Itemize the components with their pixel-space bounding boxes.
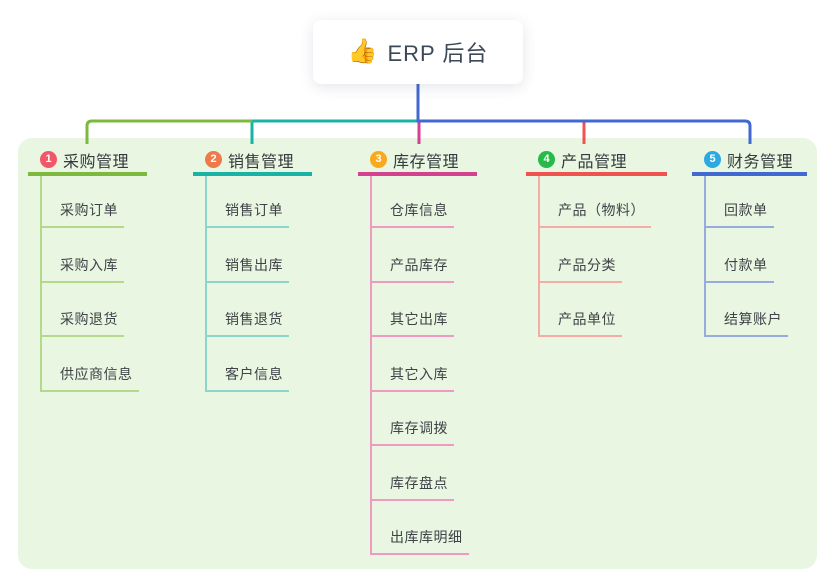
item-stock-transfer[interactable]: 库存调拨 xyxy=(370,418,454,446)
branch-finance-items: 回款单 付款单 结算账户 xyxy=(704,176,807,337)
branch-number-badge: 3 xyxy=(370,151,387,168)
connector-lines xyxy=(85,82,752,144)
branch-inventory: 3 库存管理 仓库信息 产品库存 其它出库 其它入库 库存调拨 库存盘点 出库库… xyxy=(358,147,477,555)
item-settlement-account[interactable]: 结算账户 xyxy=(704,309,788,337)
branch-purchase-items: 采购订单 采购入库 采购退货 供应商信息 xyxy=(40,176,147,392)
item-supplier-info[interactable]: 供应商信息 xyxy=(40,364,139,392)
branch-label: 库存管理 xyxy=(393,153,460,171)
item-warehouse-info[interactable]: 仓库信息 xyxy=(370,200,454,228)
branch-sales: 2 销售管理 销售订单 销售出库 销售退货 客户信息 xyxy=(193,147,312,392)
branch-number-badge: 5 xyxy=(704,151,721,168)
item-product-category[interactable]: 产品分类 xyxy=(538,255,622,283)
connector-purchase xyxy=(85,119,252,144)
branch-number-badge: 1 xyxy=(40,151,57,168)
item-sales-return[interactable]: 销售退货 xyxy=(205,309,289,337)
branch-purchase: 1 采购管理 采购订单 采购入库 采购退货 供应商信息 xyxy=(28,147,147,392)
item-sales-order[interactable]: 销售订单 xyxy=(205,200,289,228)
branch-inventory-items: 仓库信息 产品库存 其它出库 其它入库 库存调拨 库存盘点 出库库明细 xyxy=(370,176,477,555)
item-product-stock[interactable]: 产品库存 xyxy=(370,255,454,283)
item-other-inbound[interactable]: 其它入库 xyxy=(370,364,454,392)
branch-number-badge: 4 xyxy=(538,151,555,168)
branch-sales-items: 销售订单 销售出库 销售退货 客户信息 xyxy=(205,176,312,392)
item-purchase-order[interactable]: 采购订单 xyxy=(40,200,124,228)
item-purchase-return[interactable]: 采购退货 xyxy=(40,309,124,337)
branch-product: 4 产品管理 产品（物料） 产品分类 产品单位 xyxy=(526,147,667,337)
branch-label: 销售管理 xyxy=(228,153,295,171)
connector-sales xyxy=(250,119,418,144)
branch-sales-title[interactable]: 2 销售管理 xyxy=(193,147,312,176)
branch-finance: 5 财务管理 回款单 付款单 结算账户 xyxy=(692,147,807,337)
item-other-outbound[interactable]: 其它出库 xyxy=(370,309,454,337)
branch-product-title[interactable]: 4 产品管理 xyxy=(526,147,667,176)
thumbs-up-icon: 👍 xyxy=(347,38,378,65)
branch-purchase-title[interactable]: 1 采购管理 xyxy=(28,147,147,176)
branch-number-badge: 2 xyxy=(205,151,222,168)
connector-finance xyxy=(418,119,752,144)
item-receipt-bill[interactable]: 回款单 xyxy=(704,200,774,228)
root-node[interactable]: 👍 ERP 后台 xyxy=(313,20,523,84)
root-label: ERP 后台 xyxy=(387,41,489,66)
branch-finance-title[interactable]: 5 财务管理 xyxy=(692,147,807,176)
branch-label: 产品管理 xyxy=(561,153,628,171)
item-product-unit[interactable]: 产品单位 xyxy=(538,309,622,337)
item-product-material[interactable]: 产品（物料） xyxy=(538,200,651,228)
item-payment-bill[interactable]: 付款单 xyxy=(704,255,774,283)
item-sales-outbound[interactable]: 销售出库 xyxy=(205,255,289,283)
branch-label: 采购管理 xyxy=(63,153,130,171)
item-outbound-detail[interactable]: 出库库明细 xyxy=(370,527,469,555)
branches-panel xyxy=(18,138,817,569)
item-customer-info[interactable]: 客户信息 xyxy=(205,364,289,392)
item-purchase-inbound[interactable]: 采购入库 xyxy=(40,255,124,283)
branch-product-items: 产品（物料） 产品分类 产品单位 xyxy=(538,176,667,337)
item-stock-count[interactable]: 库存盘点 xyxy=(370,473,454,501)
branch-label: 财务管理 xyxy=(727,153,794,171)
branch-inventory-title[interactable]: 3 库存管理 xyxy=(358,147,477,176)
